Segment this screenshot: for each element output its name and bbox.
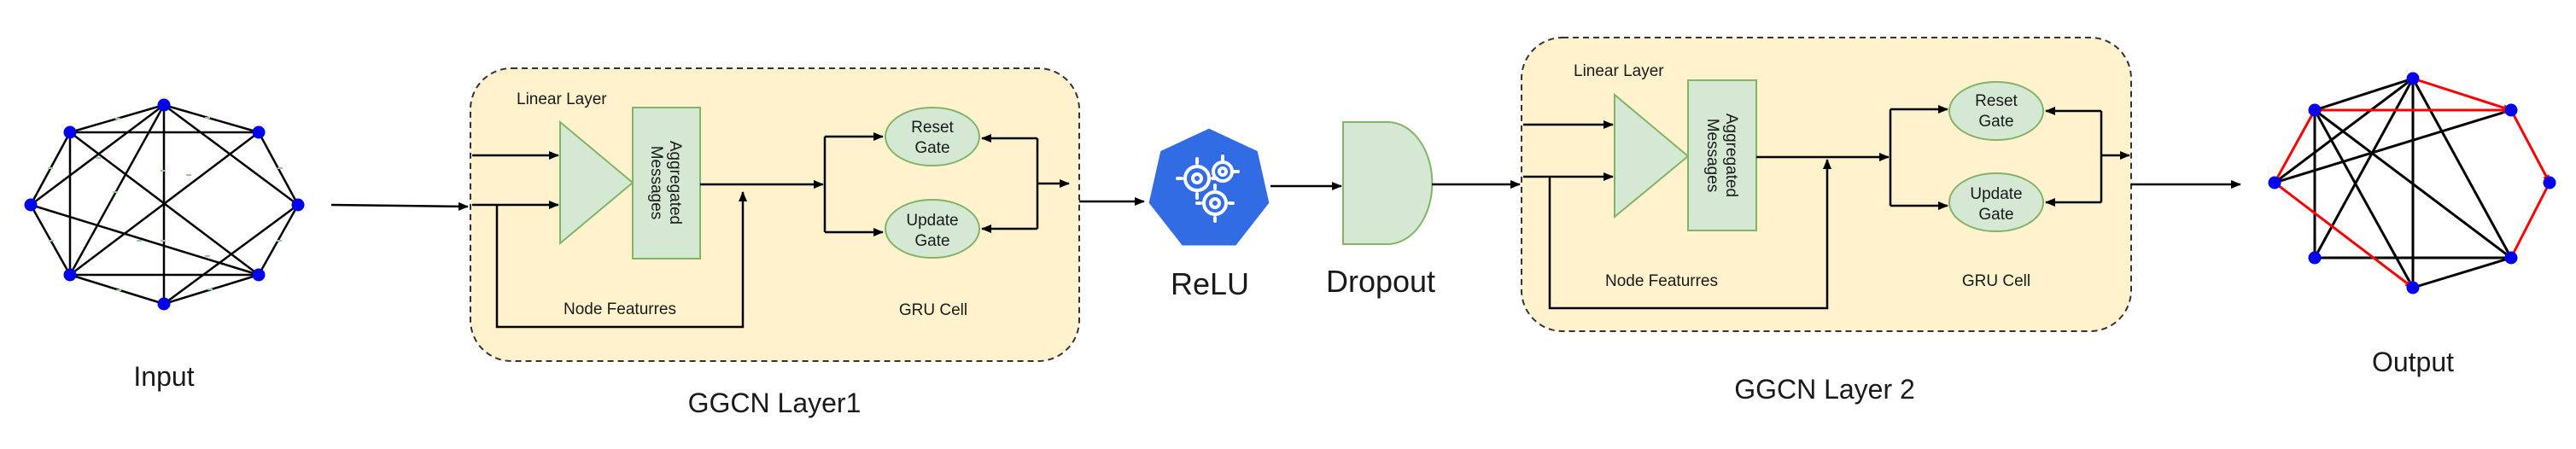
layer1-update-gate [885, 199, 980, 259]
layer1-aggregated-line1: Aggregated [666, 141, 684, 224]
layer1-reset-line1: Reset [911, 119, 954, 137]
layer2-reset-gate [1948, 81, 2044, 141]
layer1-linear-label: Linear Layer [517, 90, 607, 108]
layer2-update-gate [1948, 172, 2044, 232]
layer2-reset-line2: Gate [1978, 113, 2013, 131]
layer2-aggregated-line1: Aggregated [1722, 114, 1740, 197]
layer1-aggregated-line2: Messages [647, 146, 665, 220]
layer1-node-features: Node Featurres [564, 300, 676, 318]
layer2-update-line1: Update [1970, 185, 2022, 203]
layer2-gru-label: GRU Cell [1962, 272, 2030, 290]
dropout-gate-shape [1342, 121, 1434, 245]
input-graph [24, 98, 305, 311]
input-label: Input [133, 361, 194, 392]
layer1-linear-triangle [559, 120, 634, 246]
layer2-node-features: Node Featurres [1605, 272, 1718, 290]
layer2-reset-line1: Reset [1975, 92, 2018, 110]
layer1-update-line2: Gate [914, 232, 949, 250]
layer1-aggregated-box [632, 107, 701, 259]
layer1-update-line1: Update [906, 212, 958, 230]
dropout-label: Dropout [1326, 264, 1435, 299]
relu-label: ReLU [1171, 266, 1249, 301]
layer2-linear-triangle [1614, 92, 1690, 219]
output-label: Output [2372, 347, 2454, 377]
ggcn-layer2: Linear Layer Aggregated Messages Node Fe… [1521, 37, 2132, 332]
layer1-reset-gate [885, 107, 980, 166]
layer2-aggregated-line2: Messages [1703, 119, 1721, 193]
layer1-gru-label: GRU Cell [899, 301, 967, 319]
output-graph [2268, 72, 2556, 294]
layer1-title: GGCN Layer1 [688, 388, 862, 418]
layer2-title: GGCN Layer 2 [1734, 374, 1915, 405]
layer2-linear-label: Linear Layer [1574, 62, 1664, 80]
relu-icon [1146, 125, 1272, 248]
arrow-input-to-layer1 [330, 201, 469, 211]
layer1-reset-line2: Gate [914, 139, 949, 157]
layer2-aggregated-box [1687, 79, 1757, 231]
ggcn-layer1: Linear Layer Aggregated Messages Node Fe… [470, 67, 1080, 362]
layer2-update-line2: Gate [1978, 206, 2013, 224]
